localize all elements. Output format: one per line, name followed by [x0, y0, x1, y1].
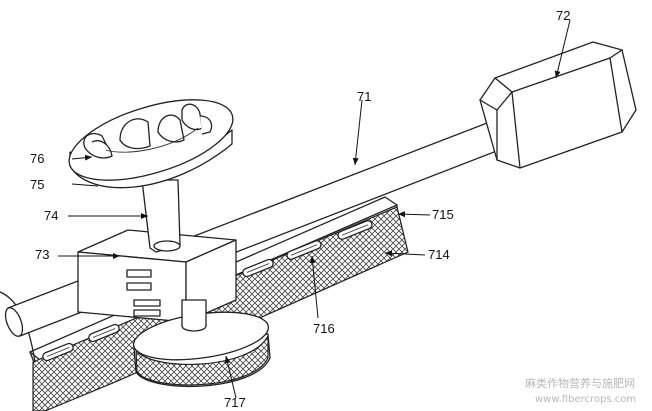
watermark-title: 麻类作物营养与施肥网 [525, 376, 635, 390]
grinding-roller [132, 299, 271, 387]
leader-lines [58, 19, 571, 399]
label-716: 716 [313, 321, 335, 336]
label-72: 72 [556, 8, 570, 23]
label-71: 71 [357, 89, 371, 104]
motor-housing [479, 41, 637, 169]
watermark-url: www.fibercrops.com [535, 394, 636, 405]
label-76: 76 [30, 151, 44, 166]
vertical-post [141, 179, 181, 253]
label-714: 714 [428, 247, 450, 262]
rail-slots [42, 220, 373, 362]
label-75: 75 [30, 177, 44, 192]
label-74: 74 [44, 208, 58, 223]
gripper-claws [83, 103, 213, 159]
label-715: 715 [432, 207, 454, 222]
label-73: 73 [35, 247, 49, 262]
label-717: 717 [224, 395, 246, 410]
